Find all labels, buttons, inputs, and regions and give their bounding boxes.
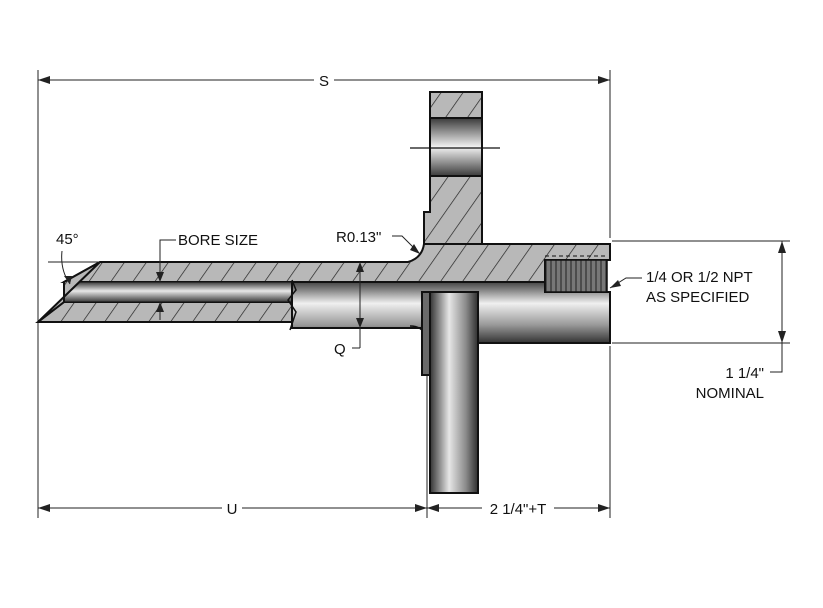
dimension-u: U (38, 498, 427, 518)
flange-lower (429, 291, 479, 494)
angle-callout: 45° (48, 231, 100, 285)
nominal-labels: 1 1/4" NOMINAL (696, 365, 764, 402)
label-npt-line2: AS SPECIFIED (646, 289, 750, 306)
radius-callout: R0.13" (336, 229, 421, 255)
flange-hub (421, 291, 431, 376)
stem-tip (37, 261, 101, 323)
label-nominal-line1: 1 1/4" (725, 365, 764, 382)
bore-callout: BORE SIZE (156, 232, 258, 320)
label-nominal-line2: NOMINAL (696, 385, 764, 402)
stem-bore (63, 281, 293, 303)
break-line (287, 279, 297, 331)
dimension-s: S (38, 70, 610, 90)
label-q: Q (334, 341, 346, 358)
stem-lower-wall (35, 301, 293, 323)
label-u: U (227, 501, 238, 518)
flange (410, 91, 500, 494)
stem (35, 243, 611, 344)
npt-thread (544, 259, 608, 293)
label-npt-line1: 1/4 OR 1/2 NPT (646, 269, 753, 286)
dimension-nominal (770, 241, 786, 373)
label-bore-size: BORE SIZE (178, 232, 258, 249)
q-callout: Q (334, 262, 364, 358)
extension-lines (37, 70, 790, 518)
flange-bolt-hole (429, 117, 483, 177)
dimension-t: 2 1/4"+T (427, 498, 610, 518)
label-radius: R0.13" (336, 229, 381, 246)
label-t: 2 1/4"+T (490, 501, 547, 518)
label-s: S (319, 73, 329, 90)
stem-upper-wall (60, 243, 611, 283)
npt-callout: 1/4 OR 1/2 NPT AS SPECIFIED (609, 269, 753, 306)
label-angle: 45° (56, 231, 79, 248)
